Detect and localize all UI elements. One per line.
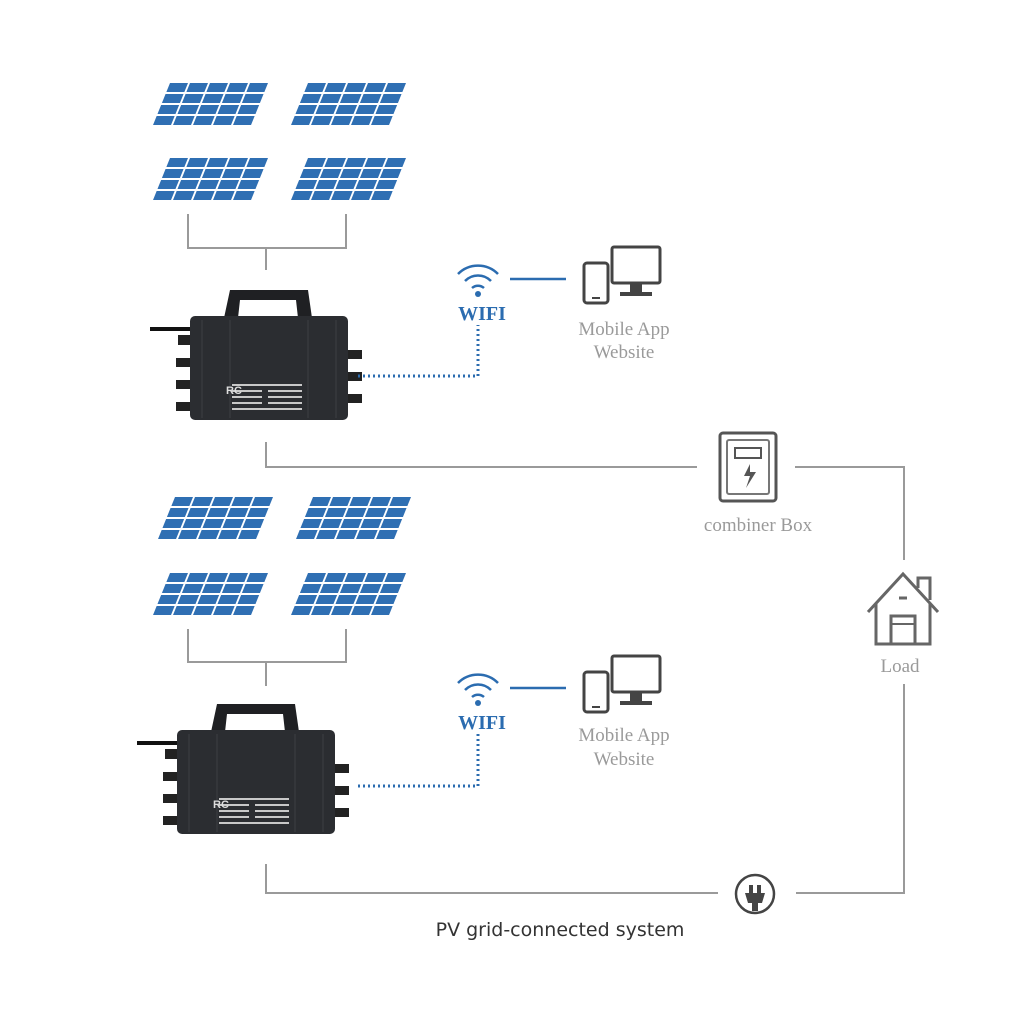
load-to-grid-line [796,684,905,894]
wifi-icon [456,264,500,299]
diagram-caption: PV grid-connected system [436,919,685,941]
bottom-wifi-label: WIFI [458,712,506,734]
solar-panel-icon [291,83,406,125]
solar-panel-icon [291,158,406,200]
solar-panel-icon [291,573,406,615]
wifi-icon [456,673,500,708]
bottom-wifi-dotted-link [358,734,480,788]
combiner-label: combiner Box [704,515,813,536]
phone-monitor-icon [582,245,662,305]
combiner-to-load-line [795,466,905,560]
top-monitor-line2: Website [594,342,655,363]
top-monitor-line1: Mobile App [578,319,669,340]
top-panel-bracket [187,214,347,270]
combiner-box-icon [718,431,778,503]
top-to-combiner-line [265,442,697,468]
inverter-brand: RC [213,799,229,811]
top-wifi-dotted-link [358,325,480,378]
plug-icon [734,873,776,915]
house-icon [866,571,940,646]
inverter-brand: RC [226,385,242,397]
bottom-monitor-line1: Mobile App [578,725,669,746]
bottom-microinverter-icon: RC [136,703,350,835]
bottom-solar-array [153,497,411,615]
solar-panel-icon [153,573,268,615]
solar-panel-icon [296,497,411,539]
phone-monitor-icon [582,654,662,714]
top-microinverter-icon: RC [149,289,363,421]
bottom-panel-bracket [187,629,347,686]
top-wifi-label: WIFI [458,303,506,325]
solar-panel-icon [153,83,268,125]
bottom-to-grid-line [265,864,718,894]
solar-panel-icon [158,497,273,539]
bottom-monitor-line2: Website [594,749,655,770]
top-solar-array [153,83,406,200]
load-label: Load [880,656,920,677]
solar-panel-icon [153,158,268,200]
